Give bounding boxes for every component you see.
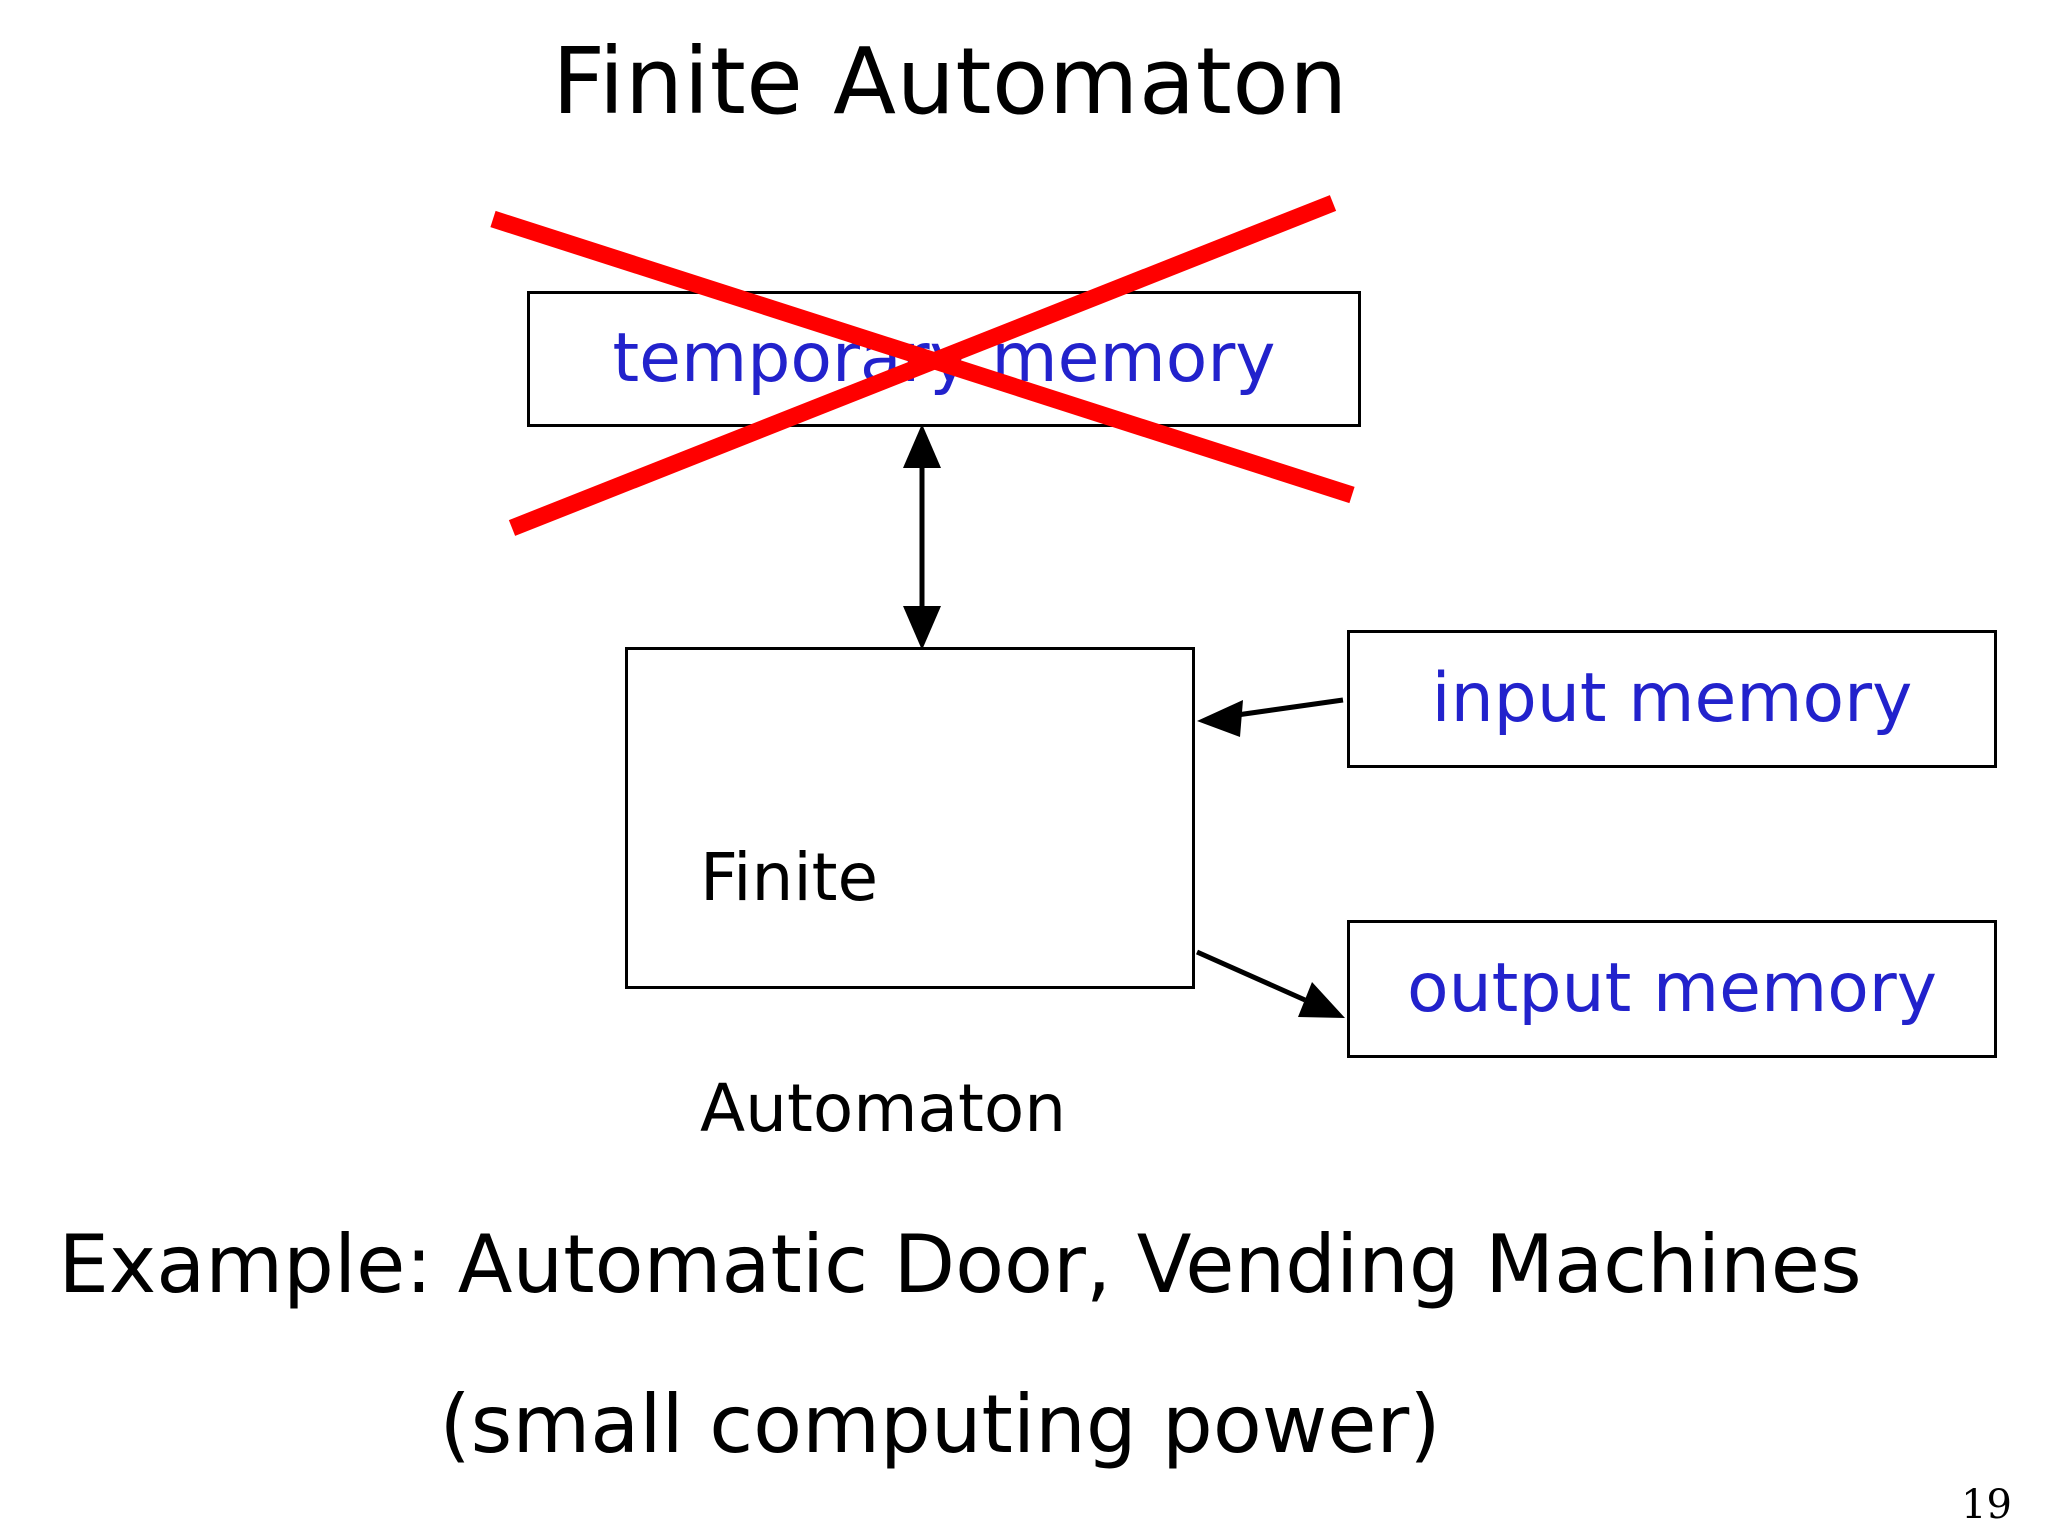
box-input-memory-label: input memory	[1431, 659, 1913, 739]
page-title: Finite Automaton	[552, 28, 1348, 135]
arrowhead-right-icon	[1298, 982, 1345, 1018]
connector-fa-to-output-memory-arrow	[1195, 949, 1345, 1018]
box-output-memory-label: output memory	[1406, 949, 1938, 1029]
arrowhead-down-icon	[903, 606, 941, 650]
caption-line-1: Example: Automatic Door, Vending Machine…	[58, 1218, 1862, 1311]
arrowhead-up-icon	[903, 424, 941, 468]
box-temporary-memory: temporary memory	[527, 291, 1361, 427]
arrowhead-left-icon	[1197, 700, 1243, 737]
box-input-memory: input memory	[1347, 630, 1997, 768]
box-output-memory: output memory	[1347, 920, 1997, 1058]
connector-fa-to-temporary-memory-arrow	[903, 424, 941, 650]
connector-input-memory-to-fa-arrow	[1197, 697, 1344, 737]
page-number: 19	[1961, 1482, 2012, 1528]
box-finite-automaton-label-line-1: Finite	[700, 838, 879, 916]
box-finite-automaton-label: Finite Automaton	[700, 704, 1066, 1282]
box-finite-automaton: Finite Automaton	[625, 647, 1195, 1147]
box-temporary-memory-label: temporary memory	[612, 319, 1276, 399]
caption-line-2: (small computing power)	[439, 1378, 1441, 1471]
box-finite-automaton-label-line-2: Automaton	[700, 1069, 1067, 1147]
